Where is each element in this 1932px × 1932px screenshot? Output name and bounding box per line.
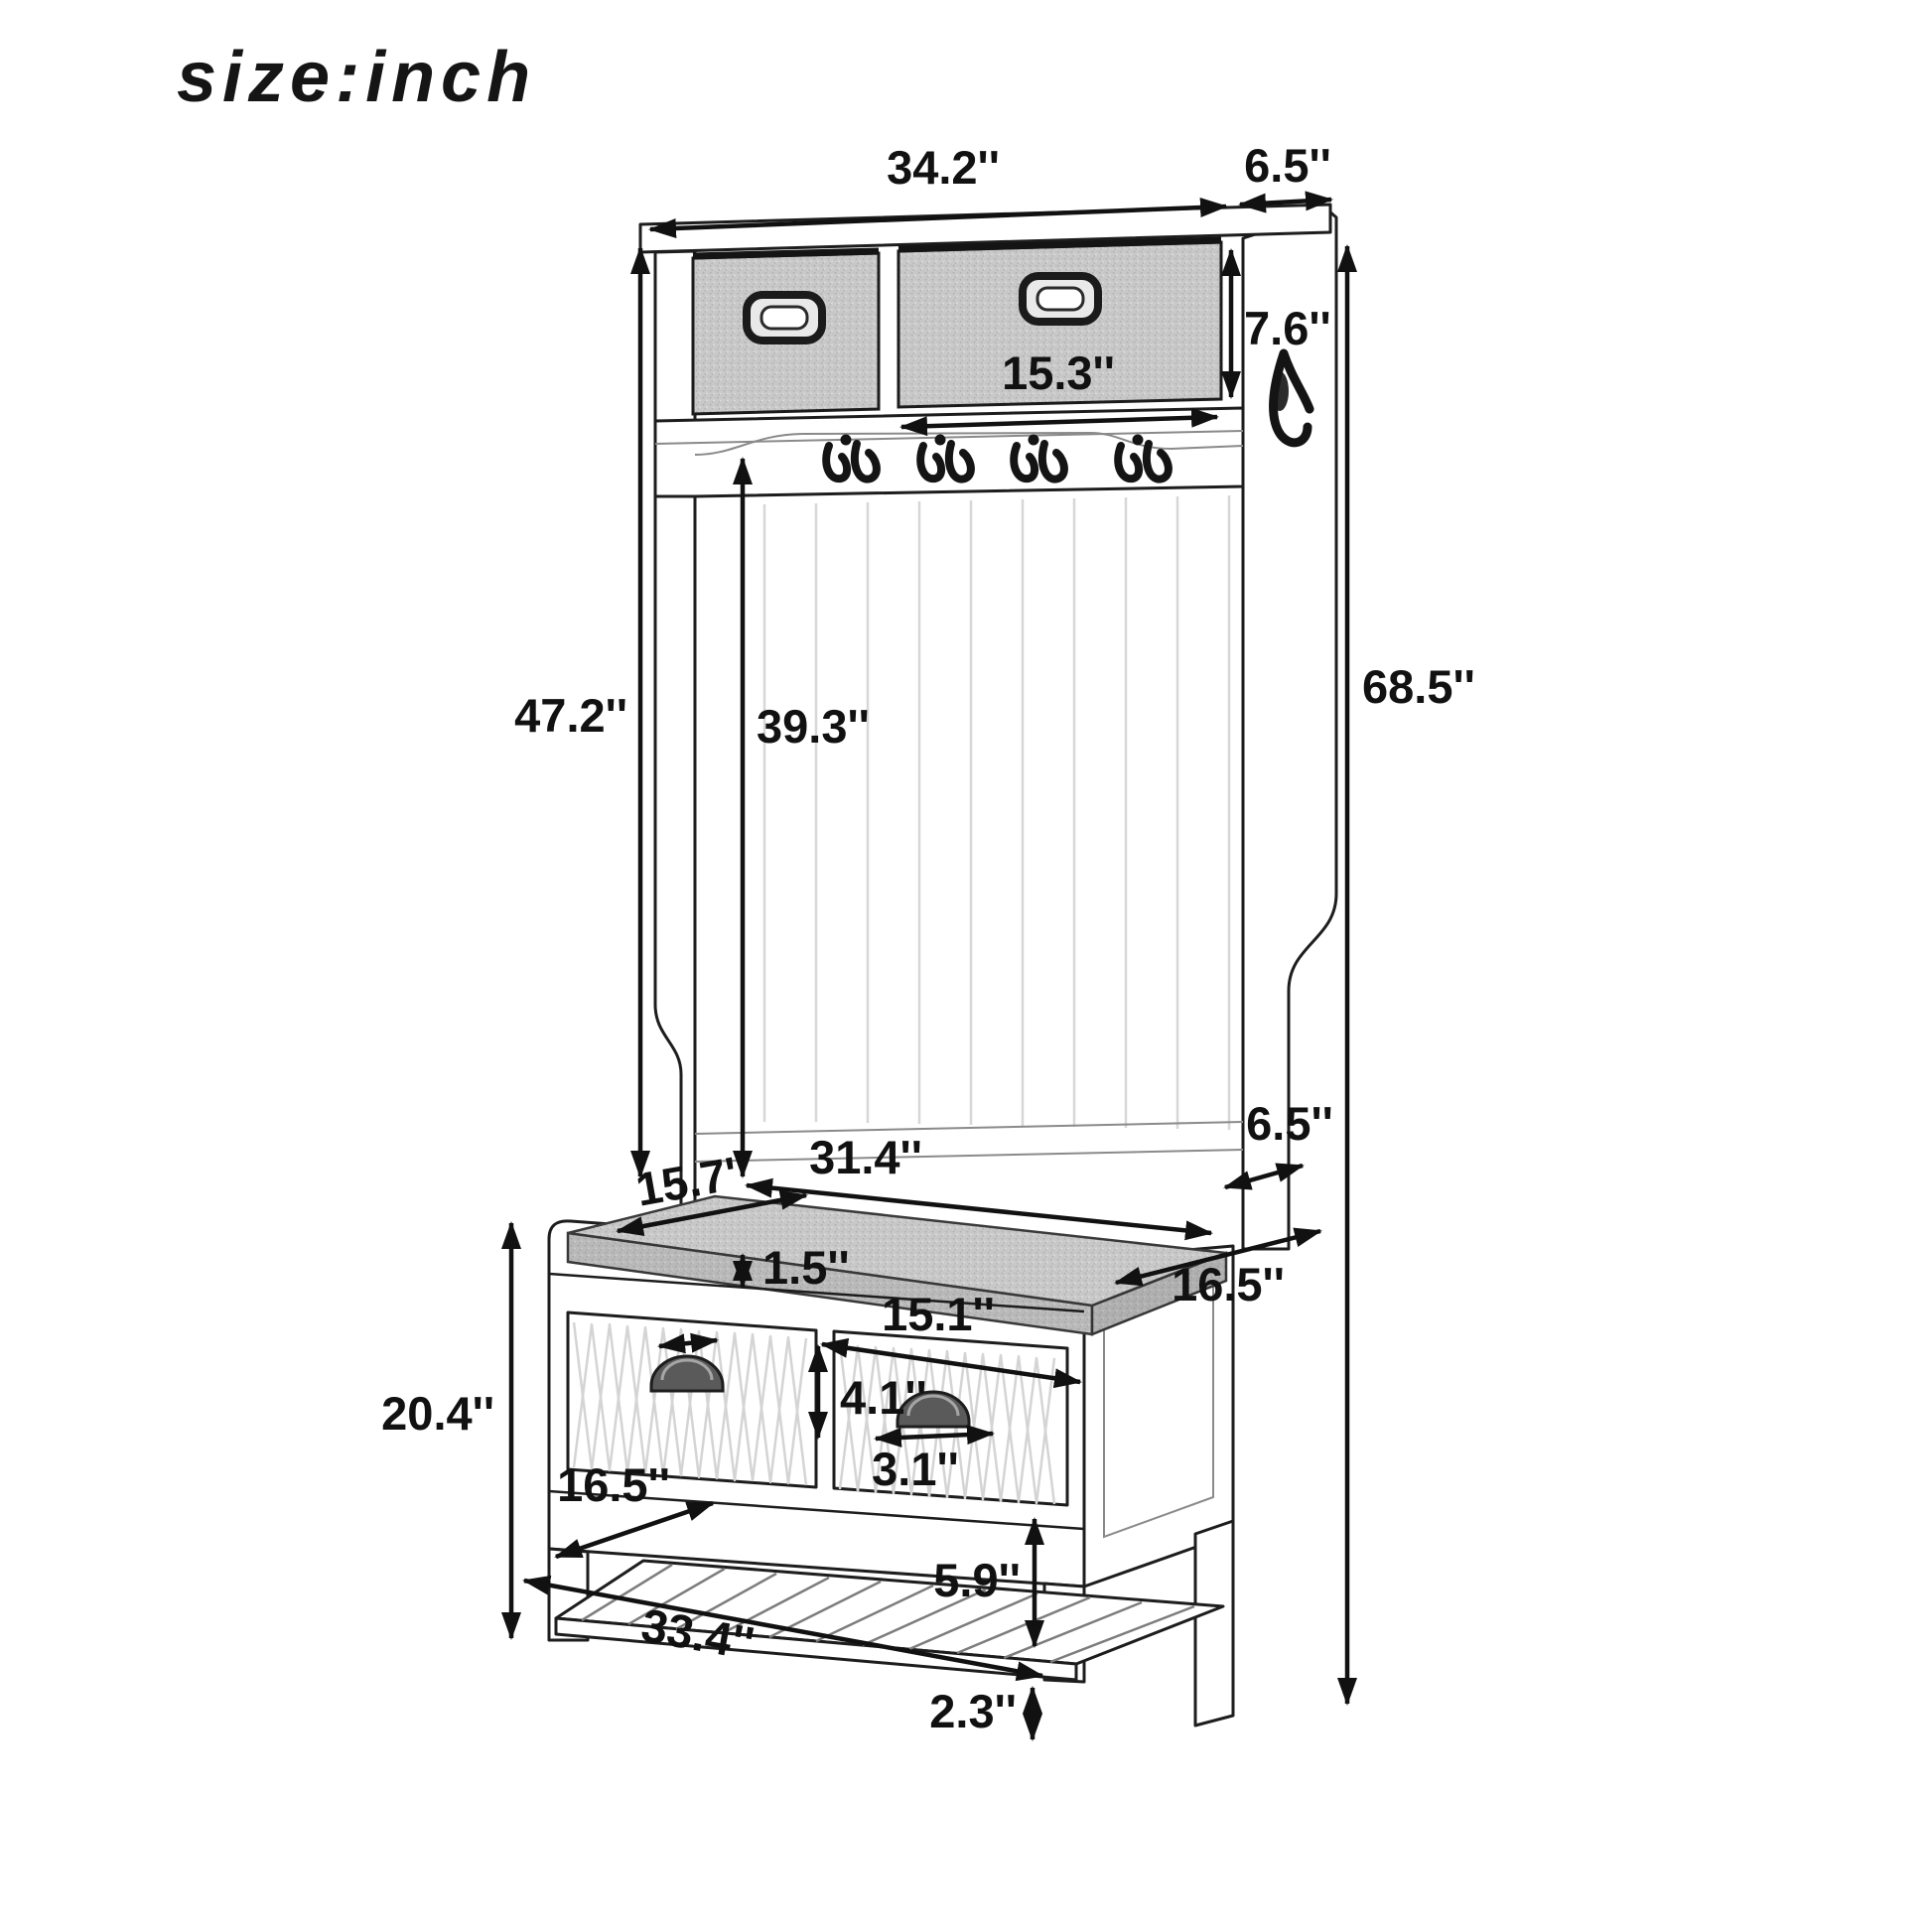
hall-tree-upper-unit xyxy=(638,203,1338,1251)
dim-back-panel-height: 39.3'' xyxy=(757,700,870,753)
cushion-front-shade xyxy=(568,1233,1092,1334)
dim-overall-height: 68.5'' xyxy=(1362,660,1475,713)
dim-shelf-depth: 16.5'' xyxy=(557,1458,670,1511)
dim-hook-column-height: 47.2'' xyxy=(514,689,627,742)
bench-length-arrow xyxy=(522,1575,1044,1682)
bottom-rail-line xyxy=(548,1489,1085,1531)
cup-pull-icon xyxy=(649,1354,725,1393)
dim-handle-length: 3.1'' xyxy=(872,1443,959,1495)
panel-bottom-rail-top xyxy=(694,1121,1244,1135)
upper-side-panel xyxy=(1241,208,1338,1251)
coat-hooks-row xyxy=(826,434,1169,480)
dim-foot-height: 2.3'' xyxy=(929,1685,1017,1737)
rear-right-leg xyxy=(1193,1519,1235,1727)
dim-upper-side-depth: 6.5'' xyxy=(1246,1097,1333,1150)
shelf-depth-arrow xyxy=(554,1500,715,1560)
basket-left-handle-slot xyxy=(759,305,809,331)
panel-bottom-rail-bottom xyxy=(694,1149,1244,1163)
dim-top-width: 34.2'' xyxy=(887,141,1000,194)
upper-side-depth-arrow xyxy=(1223,1163,1305,1190)
dim-cushion-thickness: 1.5'' xyxy=(762,1241,850,1294)
beadboard-panel xyxy=(694,495,1244,1163)
handle-length-arrow xyxy=(874,1425,995,1448)
bench-drawer-length-arrow xyxy=(820,1337,1082,1389)
page-title: size:inch xyxy=(177,38,536,117)
dim-top-depth: 6.5'' xyxy=(1244,139,1331,192)
seat-depth-arrow xyxy=(616,1190,808,1236)
dim-bench-drawer-height: 4.1'' xyxy=(840,1371,927,1424)
dim-basket-width: 15.3'' xyxy=(1002,346,1115,399)
basket-width-arrow xyxy=(899,407,1219,437)
coat-hook-icon xyxy=(826,434,877,480)
top-depth-arrow xyxy=(1238,191,1333,213)
seat-length-arrow xyxy=(745,1177,1213,1241)
left-stile xyxy=(653,249,697,1233)
dim-bench-side-depth: 16.5'' xyxy=(1172,1258,1285,1311)
dim-bench-height: 20.4'' xyxy=(381,1387,494,1440)
seat-band-line xyxy=(548,1272,1085,1313)
basket-right-handle-slot xyxy=(1035,286,1085,312)
dim-seat-length: 31.4'' xyxy=(809,1131,922,1183)
dim-basket-height: 7.6'' xyxy=(1244,302,1331,354)
bench-drawer-left xyxy=(566,1311,818,1489)
bench-side-depth-arrow xyxy=(1114,1227,1322,1287)
dim-shelf-gap-height: 5.9'' xyxy=(933,1554,1021,1606)
basket-right-top-edge xyxy=(897,236,1222,253)
dimension-annotations: 34.2'' 6.5'' 7.6'' 15.3'' 47.2'' 39.3'' … xyxy=(381,139,1475,1741)
dim-bench-drawer-length: 15.1'' xyxy=(882,1288,995,1340)
top-width-arrow xyxy=(648,198,1228,238)
basket-left-top-edge xyxy=(692,247,880,260)
left-handle-width-arrow xyxy=(657,1332,719,1354)
cup-pull-icon xyxy=(896,1390,971,1429)
side-coat-hook-icon xyxy=(1269,348,1314,448)
fabric-basket-right xyxy=(897,236,1223,409)
fabric-basket-left xyxy=(691,247,881,416)
